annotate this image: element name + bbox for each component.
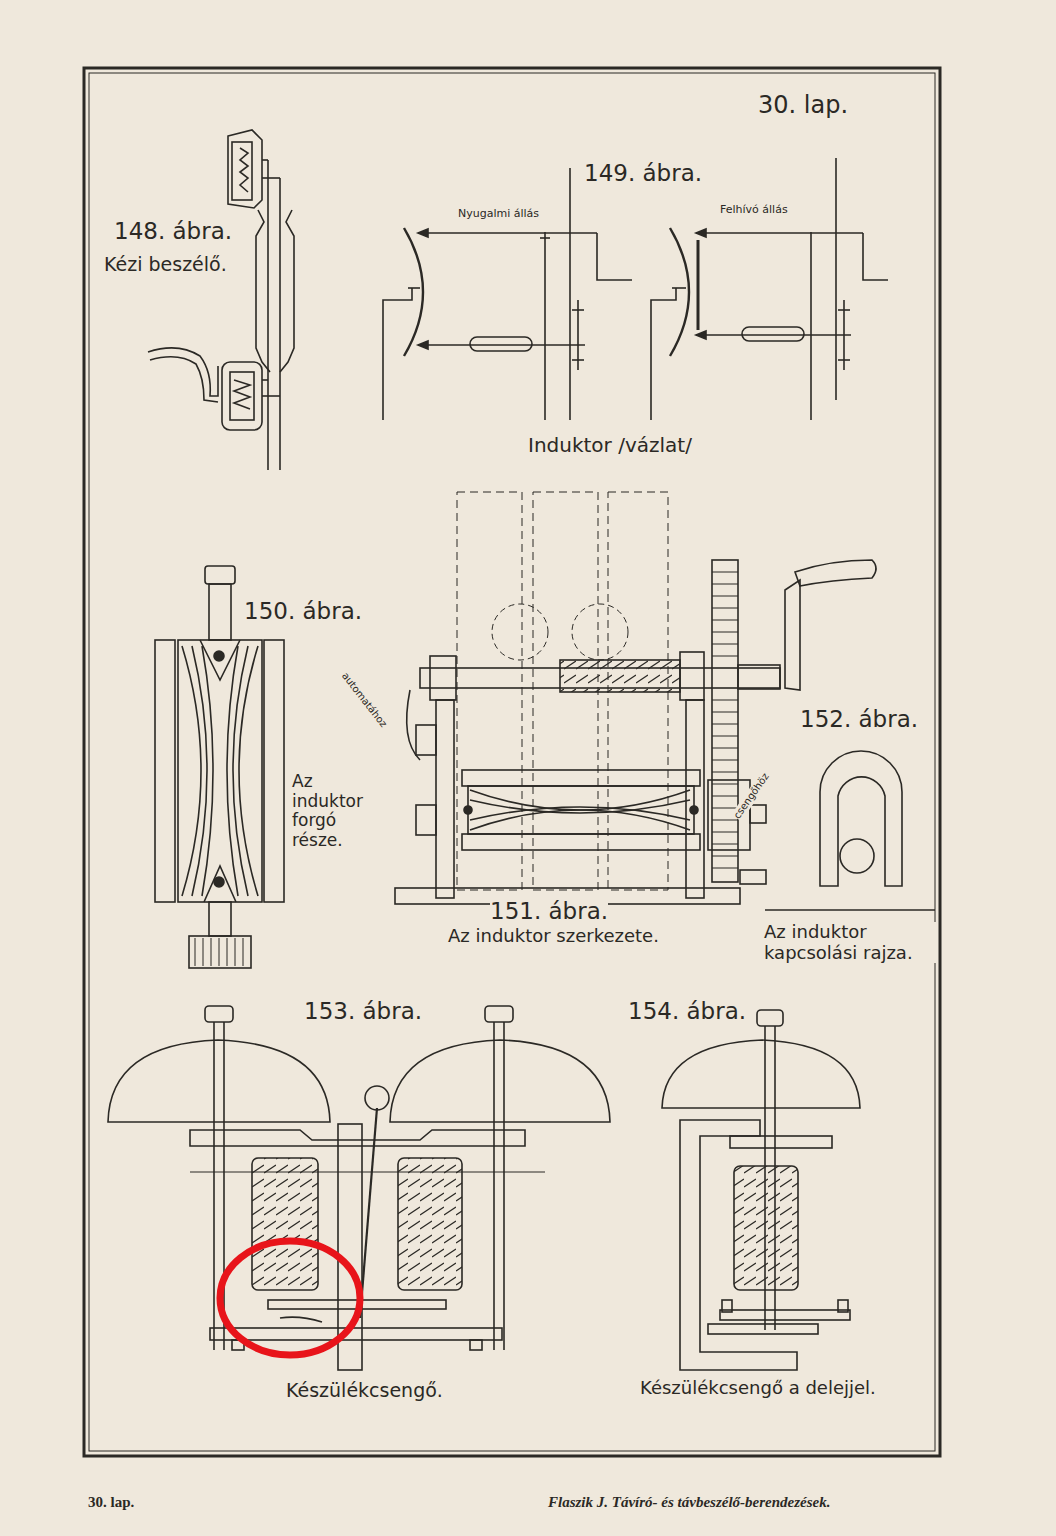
figure-caption: Készülékcsengő. (286, 1380, 443, 1402)
inductor-structure-drawing (395, 492, 876, 904)
figure-caption: Az induktor kapcsolási rajza. (764, 922, 936, 963)
book-reference: Flaszik J. Távíró- és távbeszélő-berende… (548, 1494, 830, 1511)
figure-caption: Az induktor forgó része. (292, 772, 388, 850)
wire-label: automatához (339, 670, 389, 729)
magnet-drawing (765, 751, 935, 910)
state-label: Felhívó állás (720, 204, 788, 217)
figure-number: 151. ábra. (490, 898, 608, 924)
figure-number: 153. ábra. (304, 998, 422, 1024)
inductor-schematic-rest (383, 168, 632, 420)
wire-label: csengőhöz (731, 771, 771, 821)
page-number: 30. lap. (88, 1494, 134, 1511)
bell-drawing (108, 1006, 610, 1370)
figure-number: 149. ábra. (584, 160, 702, 186)
figure-caption: Készülékcsengő a delejjel. (640, 1378, 876, 1399)
figure-number: 148. ábra. (114, 218, 232, 244)
figure-number: 150. ábra. (244, 598, 362, 624)
state-label: Nyugalmi állás (458, 208, 539, 221)
highlight-circle (220, 1241, 360, 1355)
page-frame (84, 68, 940, 1456)
page-frame-inner (89, 73, 935, 1451)
handset-drawing (148, 130, 294, 470)
rotor-drawing (155, 566, 284, 968)
inductor-schematic-call (651, 158, 888, 420)
page-number: 30. lap. (758, 92, 848, 120)
bell-magnet-drawing (662, 1010, 860, 1370)
figure-caption: Kézi beszélő. (104, 254, 227, 276)
figure-number: 152. ábra. (800, 706, 918, 732)
figure-number: 154. ábra. (628, 998, 746, 1024)
figure-caption: Az induktor szerkezete. (448, 926, 659, 947)
figure-caption: Induktor /vázlat/ (528, 434, 692, 457)
